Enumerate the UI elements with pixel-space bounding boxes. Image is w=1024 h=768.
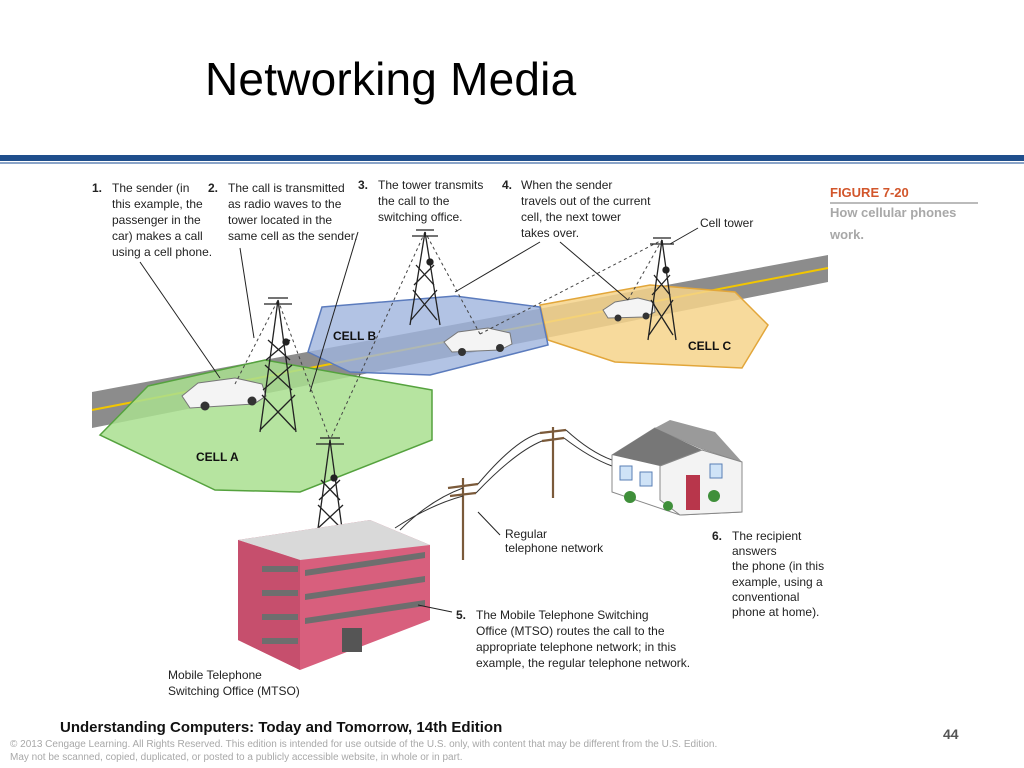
figure-caption-line-2: work. <box>829 227 864 242</box>
cell-a-area <box>98 359 433 493</box>
step-3-line-1: The tower transmits <box>378 178 483 192</box>
callout-leaders <box>139 227 699 613</box>
step-6-line-5: conventional <box>732 590 799 604</box>
step-2-line-2: as radio waves to the <box>228 197 342 211</box>
figure-caption-line-1: How cellular phones <box>830 205 956 220</box>
step-5-line-1: The Mobile Telephone Switching <box>476 608 649 622</box>
step-4-line-1: When the sender <box>521 178 612 192</box>
copyright-line-2: May not be scanned, copied, duplicated, … <box>10 752 463 763</box>
book-title: Understanding Computers: Today and Tomor… <box>60 719 503 736</box>
header-divider-thin <box>0 162 1024 164</box>
step-4-callout: 4. When the sender travels out of the cu… <box>502 178 651 240</box>
mtso-label-2: Switching Office (MTSO) <box>168 684 300 698</box>
cell-tower-c <box>647 237 677 341</box>
step-5-callout: 5. The Mobile Telephone Switching Office… <box>456 608 690 670</box>
step-4-line-2: travels out of the current <box>521 194 651 208</box>
copyright-line-1: © 2013 Cengage Learning. All Rights Rese… <box>10 739 718 750</box>
step-1-line-5: using a cell phone. <box>112 245 212 259</box>
step-6-line-6: phone at home). <box>732 605 819 619</box>
cell-c-label: CELL C <box>688 339 731 353</box>
cell-tower-b <box>409 229 441 326</box>
car-cell-c <box>602 297 656 322</box>
step-3-callout: 3. The tower transmits the call to the s… <box>358 178 483 224</box>
step-1-callout: 1. The sender (in this example, the pass… <box>92 181 212 259</box>
cell-tower-a <box>259 297 297 433</box>
regular-network-label-1: Regular <box>505 527 547 541</box>
step-5-line-3: appropriate telephone network; in this <box>476 640 676 654</box>
step-5-line-2: Office (MTSO) routes the call to the <box>476 624 665 638</box>
step-3-line-2: the call to the <box>378 194 450 208</box>
mtso-building <box>238 520 430 670</box>
step-1-line-1: The sender (in <box>112 181 189 195</box>
cell-tower-label: Cell tower <box>700 216 753 230</box>
step-6-line-4: example, using a <box>732 575 823 589</box>
car-cell-b <box>443 327 513 356</box>
step-2-line-3: tower located in the <box>228 213 332 227</box>
step-4-number: 4. <box>502 178 512 192</box>
figure-caption: FIGURE 7-20 How cellular phones work. <box>829 185 978 242</box>
step-3-line-3: switching office. <box>378 210 463 224</box>
step-2-line-1: The call is transmitted <box>228 181 345 195</box>
step-1-line-3: passenger in the <box>112 213 201 227</box>
step-3-number: 3. <box>358 178 368 192</box>
cell-b-label: CELL B <box>333 329 376 343</box>
telephone-network <box>394 427 613 560</box>
copyright-notice: © 2013 Cengage Learning. All Rights Rese… <box>10 738 890 764</box>
step-5-number: 5. <box>456 608 466 622</box>
step-2-number: 2. <box>208 181 218 195</box>
step-6-number: 6. <box>712 529 722 543</box>
header-divider <box>0 155 1024 161</box>
step-6-line-2: answers <box>732 544 777 558</box>
house <box>611 420 743 516</box>
cellular-network-diagram: CELL B CELL C CELL A <box>91 178 978 698</box>
step-6-line-3: the phone (in this <box>732 559 824 573</box>
step-2-callout: 2. The call is transmitted as radio wave… <box>208 181 357 243</box>
figure-number: FIGURE 7-20 <box>830 185 909 200</box>
step-1-line-2: this example, the <box>112 197 203 211</box>
page-number: 44 <box>943 726 959 742</box>
cell-c-area <box>539 284 769 369</box>
car-cell-a <box>181 377 267 411</box>
step-6-line-1: The recipient <box>732 529 802 543</box>
step-2-line-4: same cell as the sender. <box>228 229 357 243</box>
mtso-label-1: Mobile Telephone <box>168 668 262 682</box>
step-5-line-4: example, the regular telephone network. <box>476 656 690 670</box>
step-1-line-4: car) makes a call <box>112 229 203 243</box>
step-4-line-4: takes over. <box>521 226 579 240</box>
step-1-number: 1. <box>92 181 102 195</box>
step-4-line-3: cell, the next tower <box>521 210 621 224</box>
radio-signal-lines <box>234 231 663 441</box>
step-6-callout: 6. The recipient answers the phone (in t… <box>712 529 824 619</box>
slide-title: Networking Media <box>205 53 577 105</box>
cell-a-label: CELL A <box>196 450 239 464</box>
cell-b-area <box>307 295 549 376</box>
regular-network-label-2: telephone network <box>505 541 604 555</box>
